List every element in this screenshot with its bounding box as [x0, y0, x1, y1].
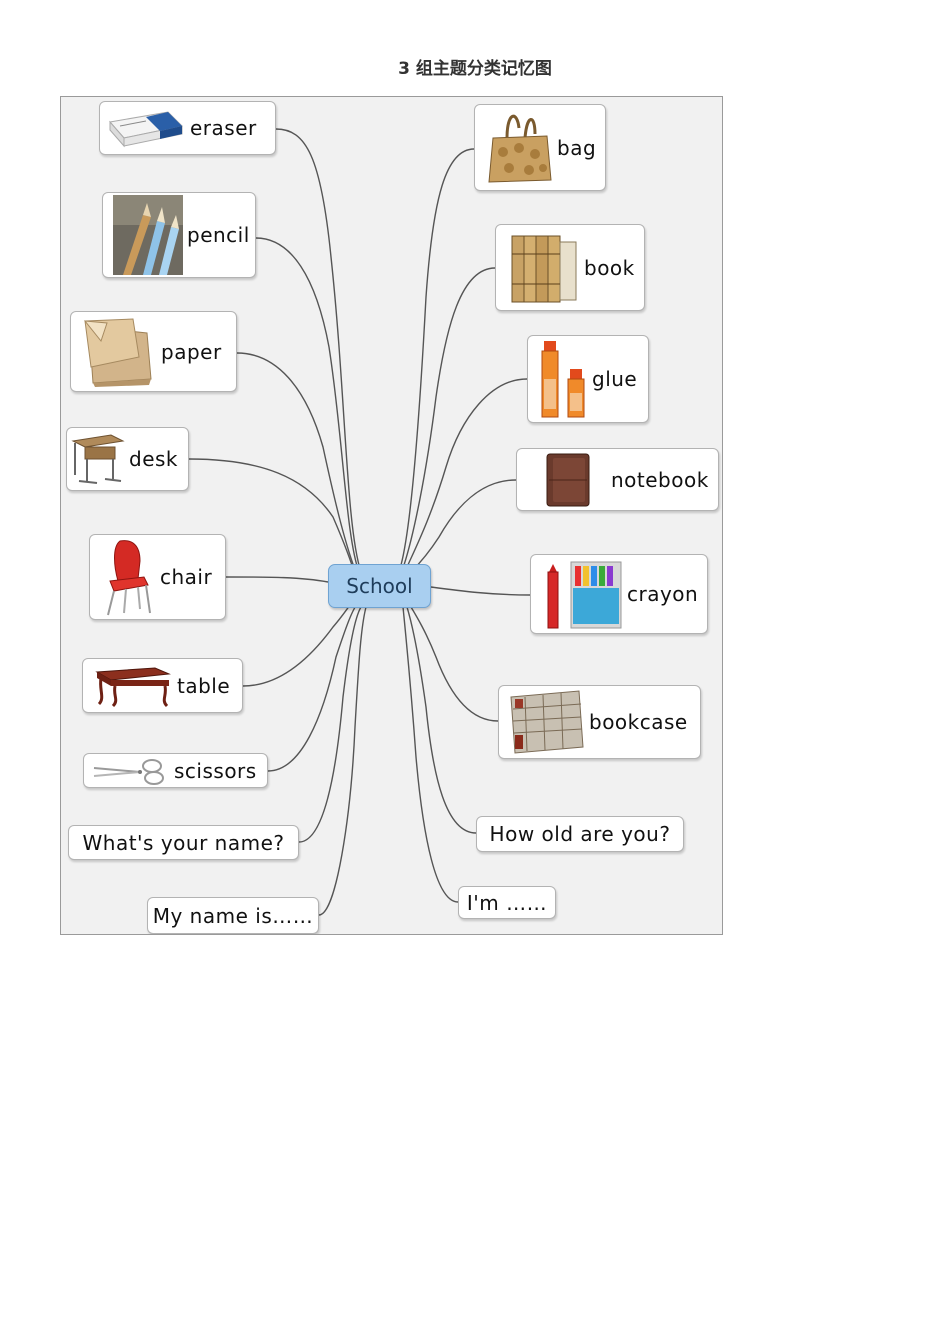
- chair-label: chair: [160, 565, 213, 589]
- node-table[interactable]: table: [82, 658, 243, 713]
- desk-icon: [71, 434, 125, 484]
- node-crayon[interactable]: crayon: [530, 554, 708, 634]
- crayon-label: crayon: [627, 582, 699, 606]
- glue-icon: [541, 341, 585, 418]
- node-bag[interactable]: bag: [474, 104, 606, 191]
- node-scissors[interactable]: scissors: [83, 753, 268, 788]
- node-book[interactable]: book: [495, 224, 645, 311]
- node-whats-your-name[interactable]: What's your name?: [68, 825, 299, 860]
- node-my-name-is[interactable]: My name is……: [147, 897, 319, 934]
- node-pencil[interactable]: pencil: [102, 192, 256, 278]
- book-label: book: [584, 255, 635, 280]
- bag-label: bag: [557, 135, 597, 160]
- link-glue: [406, 378, 528, 568]
- link-whats-name: [298, 606, 362, 843]
- link-paper: [236, 352, 358, 576]
- eraser-icon: [109, 111, 184, 148]
- link-pencil: [255, 237, 360, 573]
- link-my-name: [318, 606, 367, 916]
- link-notebook: [410, 479, 517, 573]
- bag-icon: [488, 114, 552, 183]
- node-desk[interactable]: desk: [66, 427, 189, 491]
- bookcase-label: bookcase: [589, 710, 688, 734]
- how-old-are-you-label: How old are you?: [489, 822, 671, 846]
- pencil-icon: [113, 195, 183, 275]
- link-scissors: [267, 601, 360, 772]
- link-crayon: [430, 586, 531, 596]
- link-desk: [188, 458, 357, 578]
- central-topic-label: School: [346, 574, 413, 598]
- pencil-label: pencil: [187, 223, 250, 247]
- eraser-label: eraser: [190, 116, 257, 140]
- central-topic-node[interactable]: School: [328, 564, 431, 608]
- desk-label: desk: [129, 447, 179, 471]
- link-chair: [225, 576, 329, 583]
- node-notebook[interactable]: notebook: [516, 448, 719, 511]
- link-book: [403, 267, 496, 566]
- link-im: [402, 606, 459, 903]
- paper-icon: [83, 317, 152, 387]
- link-eraser: [275, 128, 362, 573]
- node-paper[interactable]: paper: [70, 311, 237, 392]
- my-name-is-label: My name is……: [152, 903, 314, 928]
- link-table: [242, 596, 358, 687]
- im-label: I'm ……: [466, 890, 548, 915]
- node-im[interactable]: I'm ……: [458, 886, 556, 919]
- page-title: 3 组主题分类记忆图: [398, 59, 552, 79]
- mind-map: School eraser pencil: [60, 96, 723, 935]
- node-bookcase[interactable]: bookcase: [498, 685, 701, 759]
- paper-label: paper: [161, 339, 222, 364]
- node-glue[interactable]: glue: [527, 335, 649, 423]
- node-chair[interactable]: chair: [89, 534, 226, 620]
- glue-label: glue: [592, 367, 638, 391]
- chair-icon: [107, 540, 151, 616]
- bookcase-icon: [510, 690, 584, 754]
- scissors-icon: [93, 758, 164, 785]
- link-bookcase: [410, 606, 499, 722]
- whats-your-name-label: What's your name?: [82, 830, 285, 855]
- book-icon: [511, 235, 577, 302]
- link-how-old: [406, 606, 477, 834]
- notebook-icon: [546, 453, 590, 506]
- link-bag: [400, 148, 475, 566]
- crayon-icon: [547, 561, 622, 629]
- table-label: table: [177, 673, 231, 698]
- node-how-old-are-you[interactable]: How old are you?: [476, 816, 684, 852]
- notebook-label: notebook: [611, 467, 709, 492]
- node-eraser[interactable]: eraser: [99, 101, 276, 155]
- table-icon: [95, 666, 171, 707]
- scissors-label: scissors: [174, 758, 257, 783]
